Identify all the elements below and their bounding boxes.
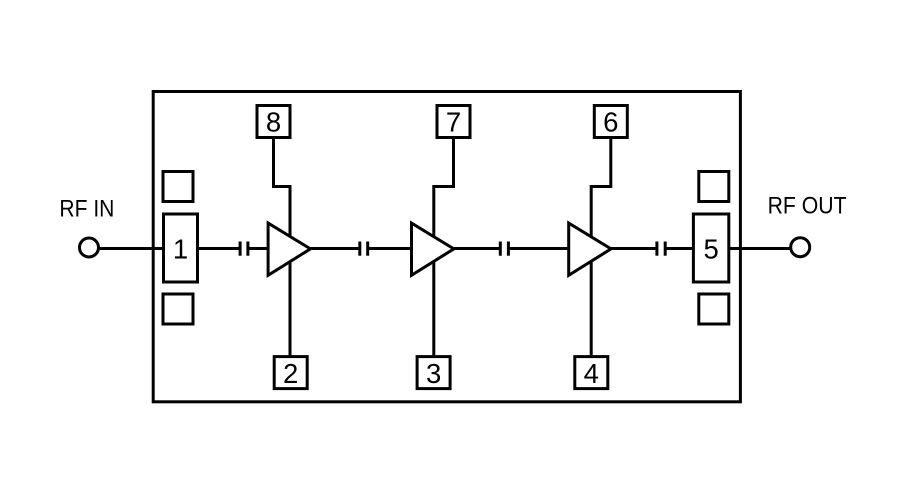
svg-text:2: 2: [283, 358, 298, 389]
svg-text:7: 7: [446, 107, 461, 138]
svg-text:RF OUT: RF OUT: [768, 193, 847, 220]
svg-text:4: 4: [584, 358, 599, 389]
svg-text:RF IN: RF IN: [59, 195, 114, 222]
svg-text:1: 1: [173, 233, 188, 264]
svg-text:5: 5: [704, 233, 719, 264]
svg-text:8: 8: [266, 107, 281, 138]
svg-text:6: 6: [603, 107, 618, 138]
svg-text:3: 3: [426, 358, 441, 389]
